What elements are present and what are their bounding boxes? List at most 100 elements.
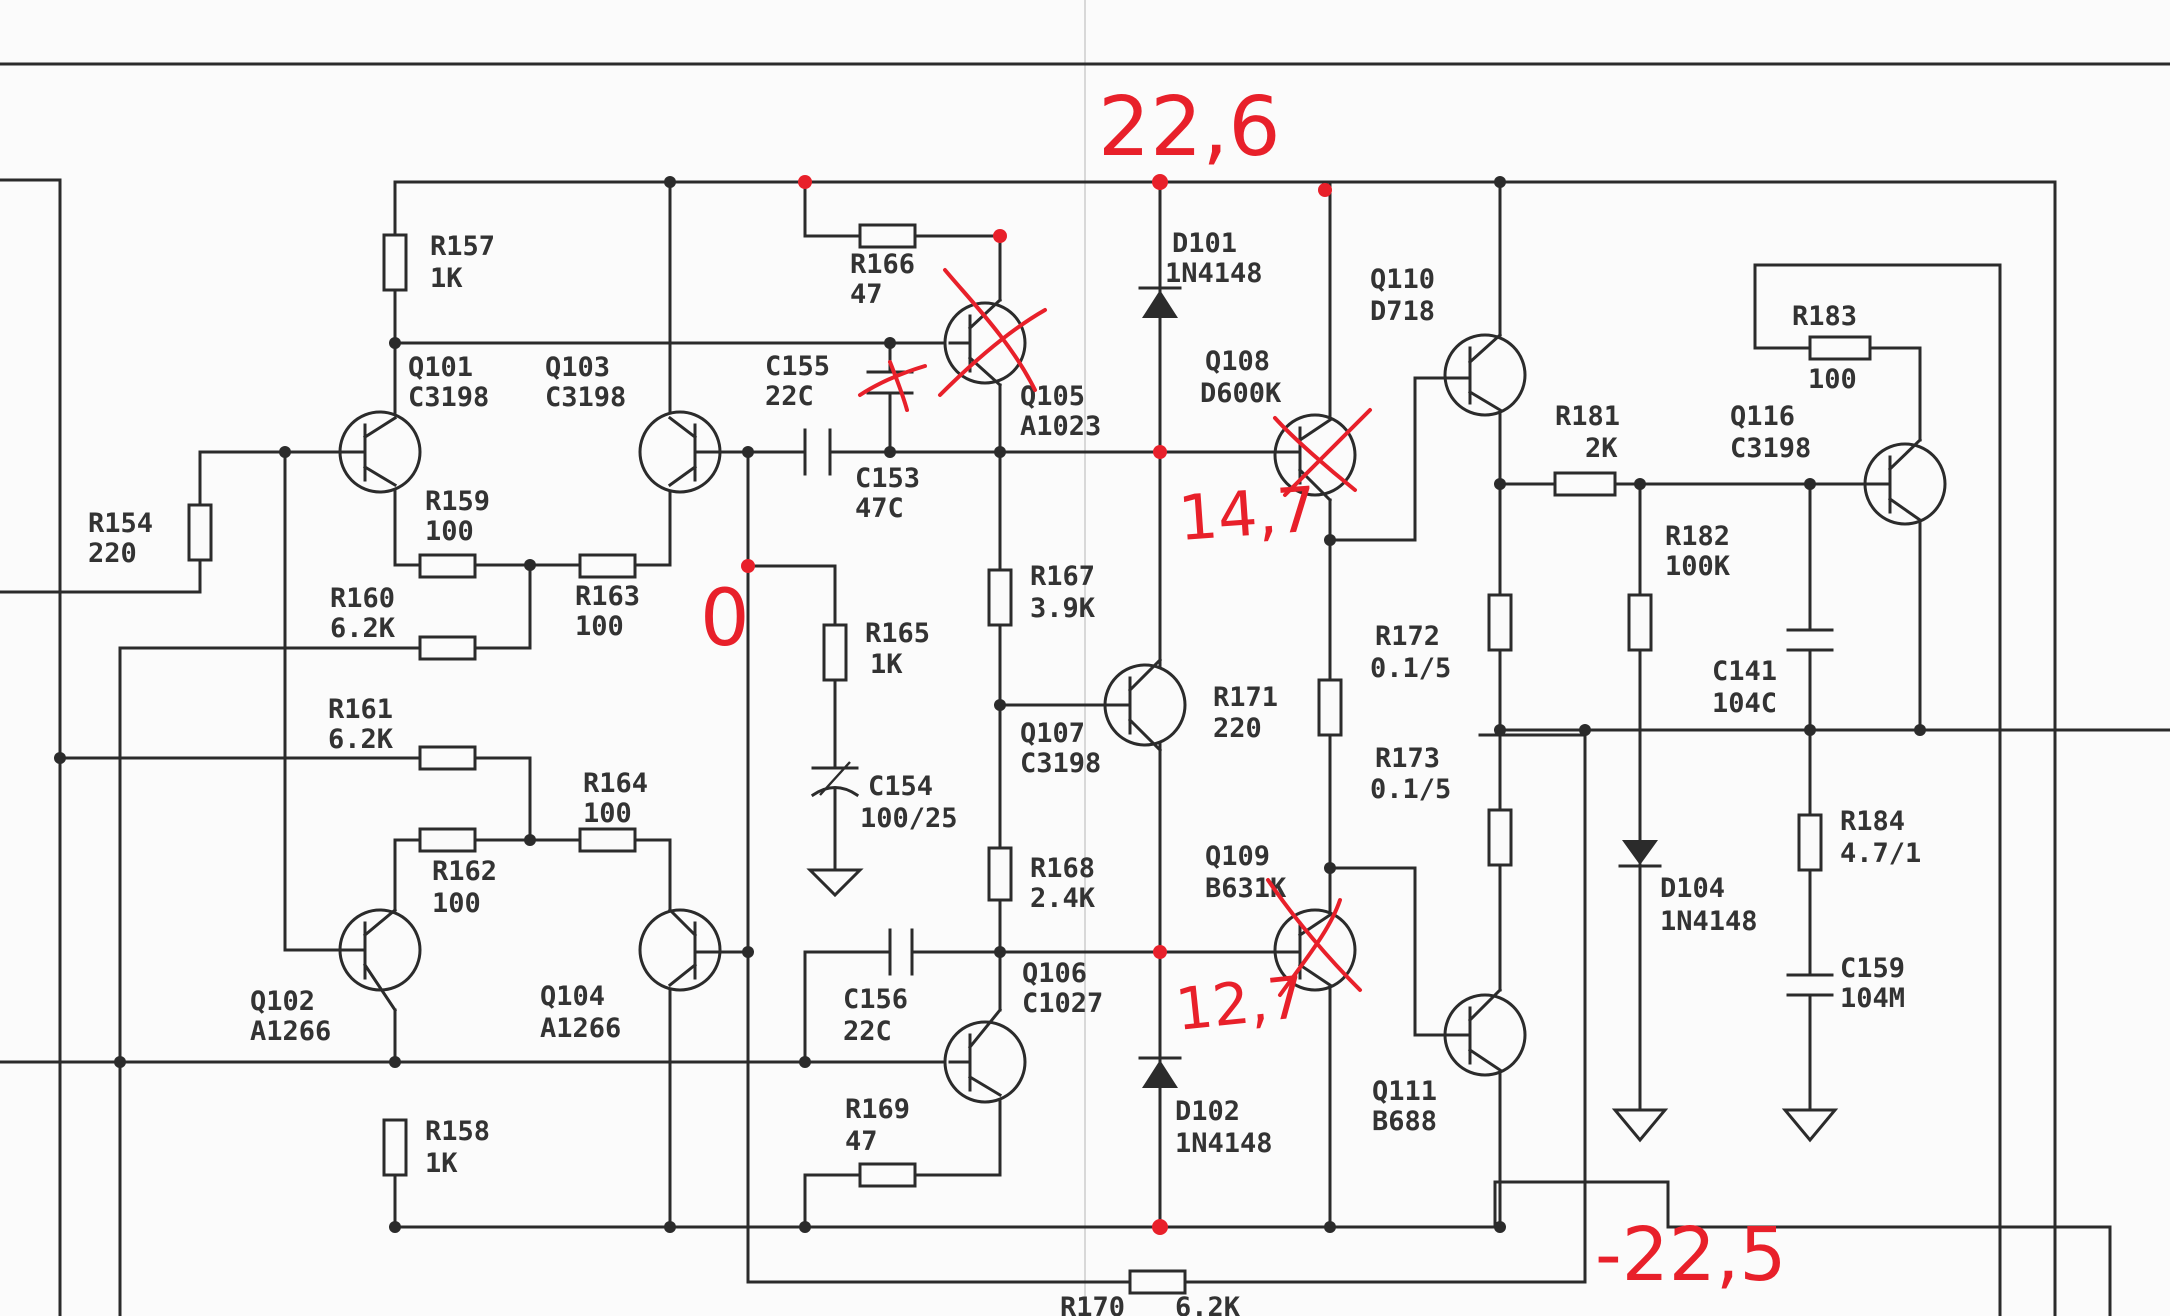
diodes [1138,286,1662,1088]
diode-d101 [1138,286,1182,318]
capacitors [803,370,1834,997]
label-q104-value: A1266 [540,1013,621,1044]
label-r164-value: 100 [583,798,632,829]
capacitor-c153 [803,428,832,476]
transistor-q116 [1863,437,1947,526]
transistors [338,297,1947,1104]
label-r165-value: 1K [870,649,903,680]
label-c153-ref: C153 [855,463,920,494]
cross-out-c155 [858,360,927,412]
resistor-r163 [578,553,637,579]
resistor-r171 [1317,678,1343,737]
diode-d102 [1138,1056,1182,1088]
label-r168-ref: R168 [1030,853,1095,884]
label-r161-ref: R161 [328,694,393,725]
label-r160-value: 6.2K [330,613,396,644]
ground-symbols [806,868,1839,1143]
resistor-r168 [987,846,1013,902]
label-r161-value: 6.2K [328,724,394,755]
resistor-r159 [418,553,477,579]
cross-out-q109 [1266,878,1362,997]
label-r167-ref: R167 [1030,561,1095,592]
label-d102-ref: D102 [1175,1096,1240,1127]
label-c156-value: 22C [843,1016,892,1047]
transistor-q104 [638,907,722,992]
label-r165-ref: R165 [865,618,930,649]
resistor-r169 [858,1162,917,1188]
transistor-q110 [1443,332,1527,417]
label-r160-ref: R160 [330,583,395,614]
label-r171-value: 220 [1213,713,1262,744]
label-r166-ref: R166 [850,249,915,280]
label-r167-value: 3.9K [1030,593,1096,624]
label-r170-value: 6.2K [1175,1292,1241,1316]
label-q105-ref: Q105 [1020,381,1085,412]
label-r169-ref: R169 [845,1094,910,1125]
resistor-r160 [418,635,477,661]
label-d104-value: 1N4148 [1660,906,1758,937]
label-r157-ref: R157 [430,231,495,262]
label-r184-value: 4.7/1 [1840,838,1921,869]
label-d104-ref: D104 [1660,873,1725,904]
label-d101-ref: D101 [1172,228,1237,259]
label-r163-ref: R163 [575,581,640,612]
label-r169-value: 47 [845,1126,878,1157]
resistor-r154 [187,503,213,562]
label-q101-ref: Q101 [408,352,473,383]
capacitor-c154 [810,761,860,798]
capacitor-c141 [1786,628,1834,652]
label-q110-ref: Q110 [1370,264,1435,295]
label-r183-value: 100 [1808,364,1857,395]
label-r164-ref: R164 [583,768,648,799]
label-c159-value: 104M [1840,983,1905,1014]
label-c155-value: 22C [765,381,814,412]
resistor-r181 [1553,471,1617,497]
label-c141-value: 104C [1712,688,1777,719]
cross-out-q108 [1273,408,1372,497]
resistors [187,223,1872,1295]
label-q109-ref: Q109 [1205,841,1270,872]
label-c154-ref: C154 [868,771,933,802]
voltage-annotation-zero: 0 [700,574,750,664]
label-r159-ref: R159 [425,486,490,517]
label-q110-value: D718 [1370,296,1435,327]
voltage-annotation-top: 22,6 [1098,80,1281,175]
resistor-r161 [418,745,477,771]
label-r162-value: 100 [432,888,481,919]
label-c156-ref: C156 [843,984,908,1015]
label-q103-value: C3198 [545,382,626,413]
component-labels: R157 1K R154 220 Q101 C3198 Q103 C3198 R… [88,228,1921,1316]
resistor-r170 [1128,1269,1187,1295]
label-r183-ref: R183 [1792,301,1857,332]
transistor-q106 [943,1007,1027,1104]
label-q105-value: A1023 [1020,411,1101,442]
resistor-r173 [1487,808,1513,867]
label-r172-value: 0.1/5 [1370,653,1451,684]
resistor-r165 [822,623,848,682]
resistor-r157 [382,233,408,292]
label-c141-ref: C141 [1712,656,1777,687]
label-q111-value: B688 [1372,1106,1437,1137]
label-r158-ref: R158 [425,1116,490,1147]
resistor-r158 [382,1118,408,1177]
transistor-q103 [638,410,722,494]
label-r154-value: 220 [88,538,137,569]
capacitor-c155 [866,370,914,395]
label-c153-value: 47C [855,493,904,524]
junction-dots [54,176,1926,1233]
label-r181-ref: R181 [1555,401,1620,432]
label-q101-value: C3198 [408,382,489,413]
label-r158-value: 1K [425,1148,458,1179]
label-q111-ref: Q111 [1372,1076,1437,1107]
resistor-r172 [1487,593,1513,652]
resistor-r183 [1808,335,1872,361]
transistor-q105 [943,297,1027,388]
transistor-q111 [1443,987,1527,1077]
label-r184-ref: R184 [1840,806,1905,837]
label-r182-value: 100K [1665,551,1731,582]
label-r181-value: 2K [1585,433,1618,464]
label-q104-ref: Q104 [540,981,605,1012]
label-r173-ref: R173 [1375,743,1440,774]
label-d102-value: 1N4148 [1175,1128,1273,1159]
